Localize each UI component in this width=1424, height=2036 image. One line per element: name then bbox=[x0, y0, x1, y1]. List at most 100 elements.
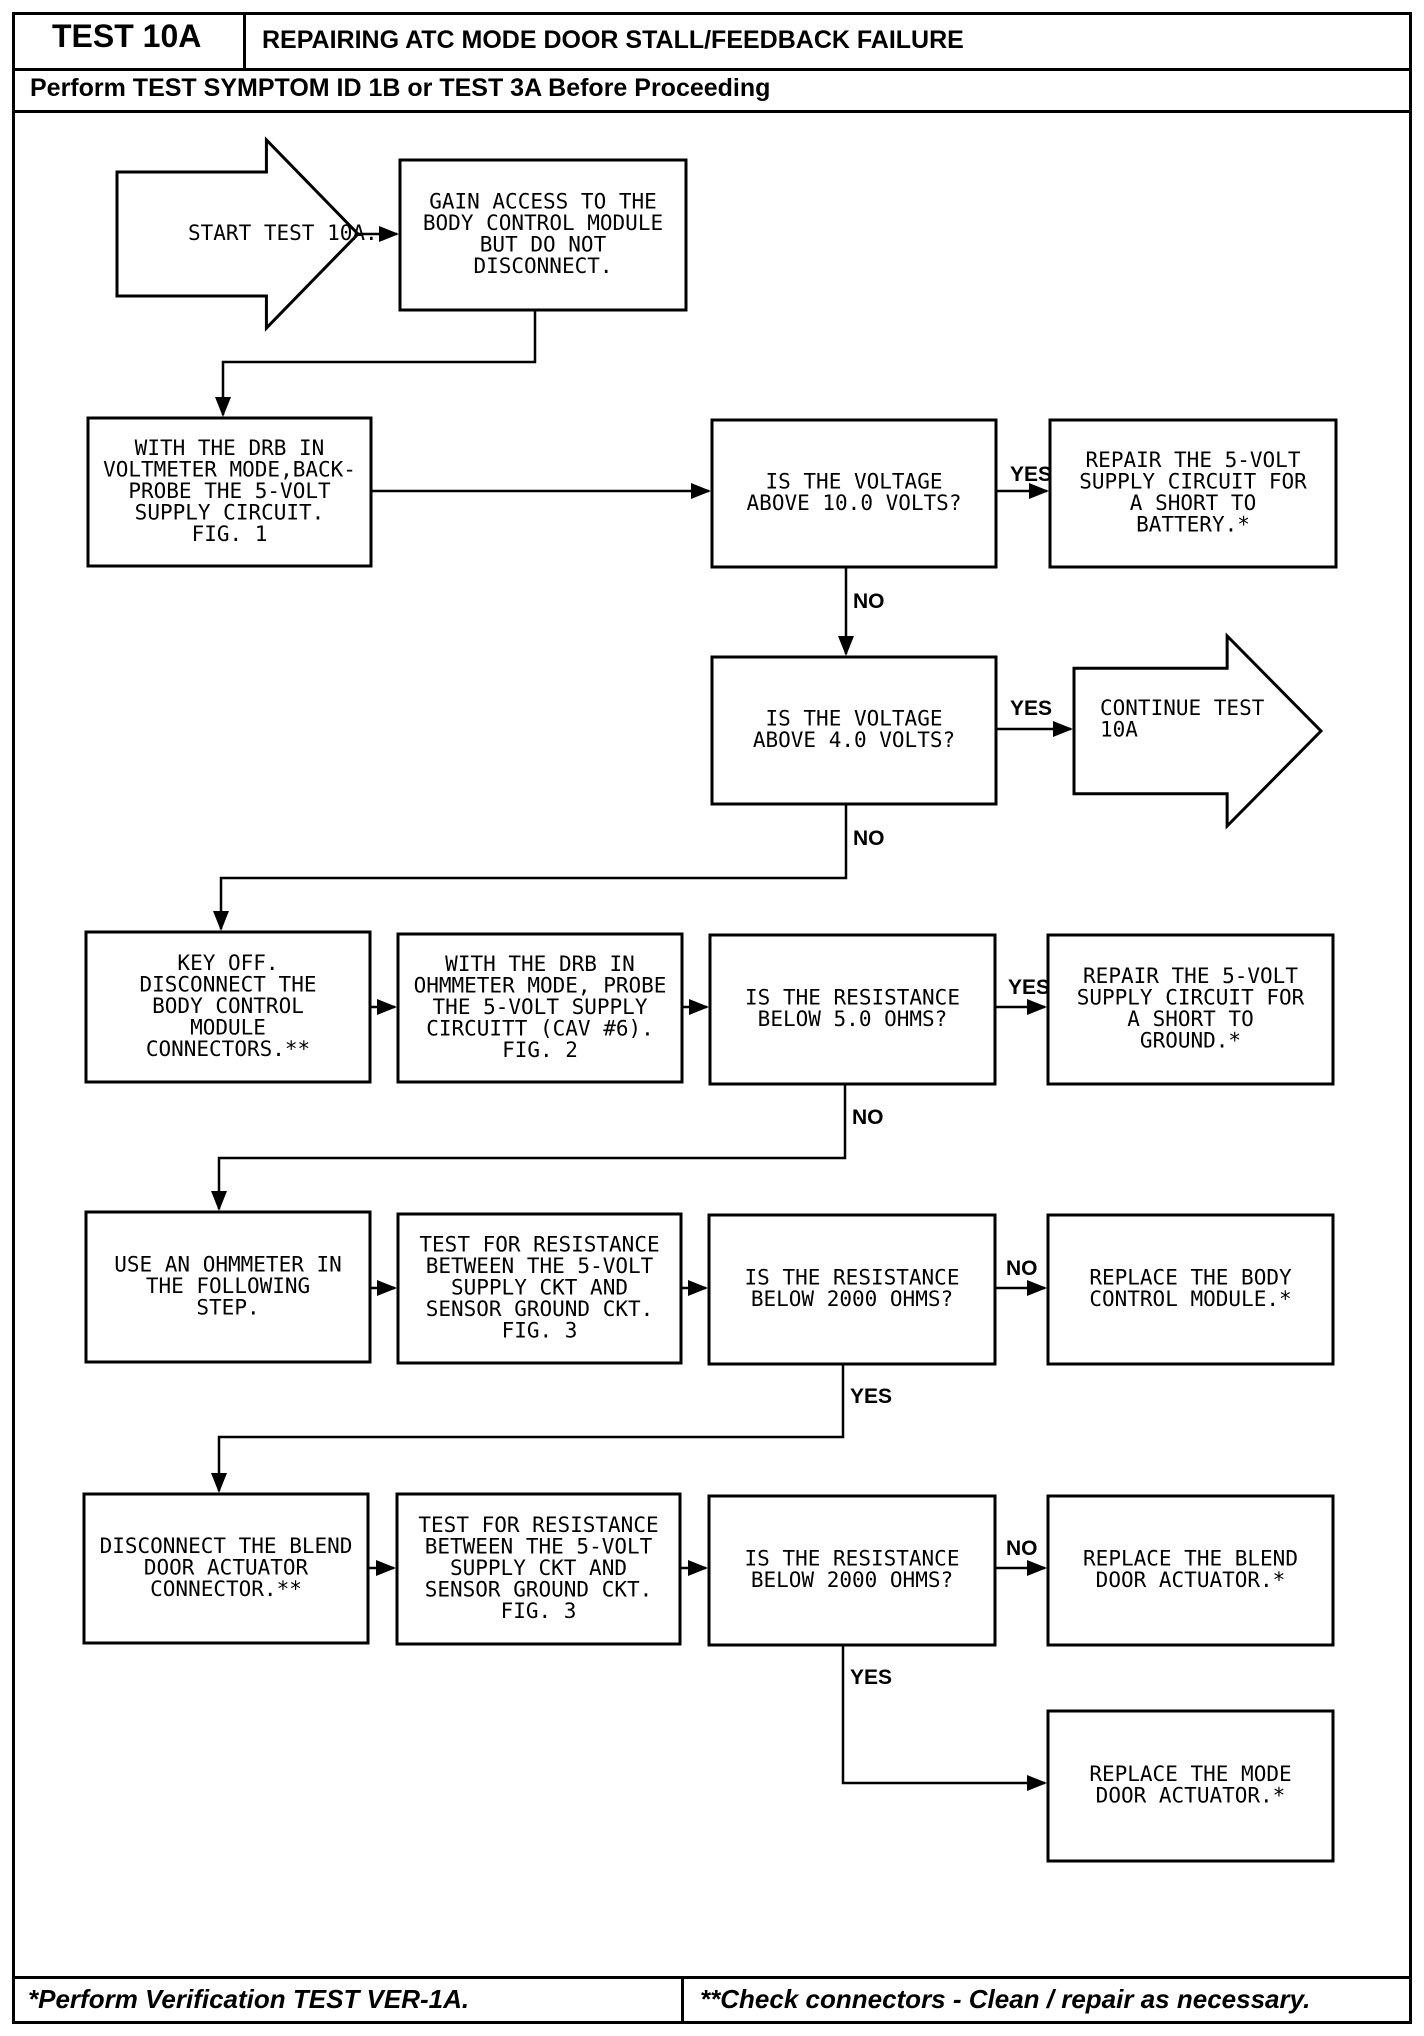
node-shape bbox=[710, 418, 998, 569]
node-text-line: ABOVE 10.0 VOLTS? bbox=[747, 491, 962, 515]
node-shape bbox=[115, 136, 361, 332]
node-shape bbox=[396, 932, 684, 1084]
node-shape bbox=[84, 930, 372, 1084]
node-text-line: CONTINUE TEST bbox=[1100, 696, 1265, 720]
page-title: REPAIRING ATC MODE DOOR STALL/FEEDBACK F… bbox=[262, 26, 964, 54]
node-shape bbox=[1072, 632, 1324, 830]
node-text-line: THE FOLLOWING bbox=[146, 1274, 310, 1298]
label-no-above4: NO bbox=[853, 827, 885, 850]
node-text-line: 10A bbox=[1100, 718, 1138, 742]
node-shape bbox=[1046, 1709, 1335, 1863]
node-shape bbox=[84, 1210, 372, 1364]
node-text-line: FIG. 2 bbox=[502, 1038, 578, 1062]
node-text-line: A SHORT TO bbox=[1130, 491, 1256, 515]
node-text-line: SUPPLY CIRCUIT. bbox=[135, 500, 325, 524]
node-text-line: TEST FOR RESISTANCE bbox=[418, 1513, 658, 1537]
node-shape bbox=[1046, 1494, 1335, 1647]
node-shape bbox=[710, 655, 998, 806]
node-text-line: KEY OFF. bbox=[177, 951, 278, 975]
label-yes-above4: YES bbox=[1010, 697, 1052, 720]
node-text-line: SUPPLY CKT AND bbox=[451, 1275, 628, 1299]
edge-gain-access-to-voltmeter bbox=[215, 310, 537, 417]
footer-verification-note: *Perform Verification TEST VER-1A. bbox=[28, 1984, 470, 2014]
node-text-line: BETWEEN THE 5-VOLT bbox=[426, 1254, 654, 1278]
node-text-line: BETWEEN THE 5-VOLT bbox=[425, 1534, 653, 1558]
edge-labels: YES NO YES NO YES NO NO YES NO YES bbox=[850, 463, 1052, 1689]
header-divider-1 bbox=[12, 68, 1412, 71]
node-text-line: TEST FOR RESISTANCE bbox=[419, 1232, 659, 1256]
node-text-line: BUT DO NOT bbox=[480, 233, 607, 257]
edge-q-below2000-2-yes bbox=[841, 1645, 1047, 1791]
label-yes-below5: YES bbox=[1008, 976, 1050, 999]
node-text-line: REPAIR THE 5-VOLT bbox=[1083, 964, 1298, 988]
node-shape bbox=[707, 1213, 997, 1366]
node-text-line: REPAIR THE 5-VOLT bbox=[1086, 448, 1301, 472]
node-text-line: SENSOR GROUND CKT. bbox=[426, 1297, 654, 1321]
node-text-line: THE 5-VOLT SUPPLY bbox=[433, 995, 648, 1019]
node-shape bbox=[707, 1494, 997, 1647]
label-no-below2000-1: NO bbox=[1006, 1257, 1038, 1280]
node-text-line: OHMMETER MODE, PROBE bbox=[414, 973, 667, 997]
node-text-line: CONTROL MODULE.* bbox=[1089, 1287, 1291, 1311]
node-text-line: BATTERY.* bbox=[1136, 513, 1250, 537]
node-shape bbox=[1046, 1213, 1335, 1366]
edge-q-above4-no bbox=[213, 804, 848, 931]
node-text-line: IS THE RESISTANCE bbox=[745, 986, 960, 1010]
node-text-line: A SHORT TO bbox=[1127, 1007, 1253, 1031]
node-text-line: SUPPLY CIRCUIT FOR bbox=[1077, 986, 1305, 1010]
node-text-line: DOOR ACTUATOR.* bbox=[1096, 1784, 1286, 1808]
label-yes-below2000-2: YES bbox=[850, 1666, 892, 1689]
node-text-line: FIG. 3 bbox=[502, 1318, 578, 1342]
node-text-line: DOOR ACTUATOR.* bbox=[1096, 1568, 1286, 1592]
node-text-line: DISCONNECT THE BLEND bbox=[100, 1534, 353, 1558]
test-id-divider bbox=[243, 12, 246, 70]
node-text-line: WITH THE DRB IN bbox=[135, 436, 325, 460]
node-text-line: MODULE bbox=[190, 1015, 266, 1039]
node-text-line: FIG. 1 bbox=[192, 522, 268, 546]
node-text-line: BODY CONTROL bbox=[152, 994, 304, 1018]
label-no-below5: NO bbox=[852, 1106, 884, 1129]
node-text-line: STEP. bbox=[196, 1295, 259, 1319]
edges bbox=[211, 226, 1073, 1791]
node-text-line: REPLACE THE BLEND bbox=[1083, 1547, 1298, 1571]
node-text-line: ABOVE 4.0 VOLTS? bbox=[753, 728, 955, 752]
footer-divider bbox=[12, 1976, 1412, 1979]
node-text-line: CONNECTOR.** bbox=[150, 1577, 302, 1601]
node-text-line: SUPPLY CIRCUIT FOR bbox=[1079, 470, 1307, 494]
node-shape bbox=[1046, 933, 1335, 1086]
node-shape bbox=[395, 1492, 682, 1646]
node-text-line: BELOW 2000 OHMS? bbox=[751, 1287, 953, 1311]
node-text-line: FIG. 3 bbox=[501, 1599, 577, 1623]
outer-frame bbox=[12, 12, 1412, 2024]
node-text-line: GAIN ACCESS TO THE bbox=[429, 190, 657, 214]
edge-q-below2000-1-yes bbox=[211, 1364, 845, 1493]
node-text-line: PROBE THE 5-VOLT bbox=[128, 479, 331, 503]
node-text-line: USE AN OHMMETER IN bbox=[114, 1252, 342, 1276]
label-yes-above10: YES bbox=[1010, 463, 1052, 486]
node-text-line: IS THE VOLTAGE bbox=[765, 707, 942, 731]
node-text-line: DISCONNECT. bbox=[473, 254, 612, 278]
node-text-line: IS THE RESISTANCE bbox=[745, 1547, 960, 1571]
node-text-line: REPLACE THE MODE bbox=[1089, 1762, 1291, 1786]
node-text-line: VOLTMETER MODE,BACK- bbox=[103, 457, 356, 481]
footer-connectors-note: **Check connectors - Clean / repair as n… bbox=[700, 1984, 1311, 2014]
node-text-line: REPLACE THE BODY bbox=[1089, 1266, 1292, 1290]
node-text-line: DISCONNECT THE bbox=[139, 972, 316, 996]
